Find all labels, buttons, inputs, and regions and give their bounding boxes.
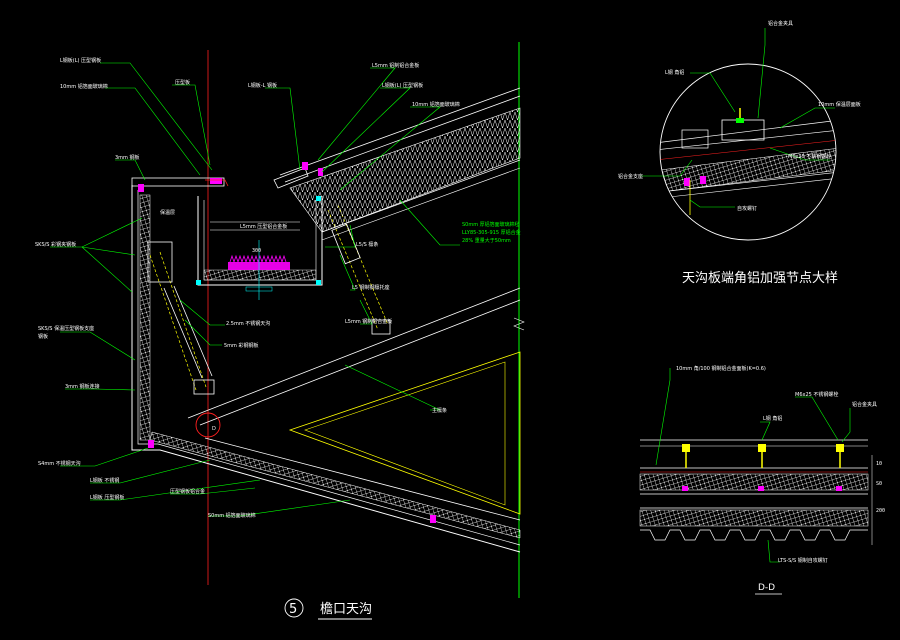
main-labels: L钢板(L) 压型钢板 10mm 铝箔面玻璃棉 压型板 L钢板-L 钢板 L5m…	[35, 57, 521, 519]
detail-title: 檐口天沟	[320, 602, 372, 617]
section-label-5: LTS-S/S 钢制自攻螺钉	[778, 557, 828, 564]
label-25: 保温层	[160, 209, 175, 216]
section-label-4: L钢 角铝	[763, 415, 782, 422]
label-1: L钢板(L) 压型钢板	[60, 57, 101, 64]
circle-title: 天沟板端角铝加强节点大样	[682, 271, 838, 286]
label-13: S4mm 不锈钢天沟	[38, 460, 81, 467]
main-leaders	[50, 62, 460, 517]
label-6: L钢板(L) 压型钢板	[382, 82, 423, 89]
section-label-2: M6x25 不锈钢螺栓	[795, 391, 838, 398]
label-12: 3mm 钢板连接	[65, 383, 100, 390]
circle-label-2: L钢 角铝	[665, 69, 684, 76]
section-title: D-D	[758, 583, 775, 593]
dim-3: 200	[876, 508, 885, 514]
label-17: 2.5mm 不锈钢天沟	[226, 320, 270, 327]
label-8: 3mm 钢板	[115, 154, 140, 161]
svg-text:300: 300	[252, 248, 261, 254]
green-note-1: S0mm 厚铝箔面玻璃棉毡	[462, 221, 520, 228]
green-note-3: 28% 重量大于50mm	[462, 237, 511, 244]
label-14: L钢板 不锈钢	[90, 477, 119, 484]
label-7: 10mm 铝箔面玻璃棉	[412, 101, 460, 108]
detail-number: 5	[289, 602, 297, 617]
main-title: 5 檐口天沟	[284, 598, 372, 620]
label-3: 压型板	[175, 79, 190, 86]
circle-label-1: 铝合金夹具	[768, 20, 793, 27]
section-label-3: 铝合金夹具	[852, 401, 877, 408]
circle-label-6: 自攻螺钉	[737, 205, 757, 212]
green-note-2: LLY85-305-915 厚铝合金	[462, 229, 521, 236]
section-detail: 10 S0 200 10mm 角/100 钢制铝合金面板(K=0.6) M6x2…	[639, 365, 885, 595]
label-10: SKS/S 保温压型钢板支座	[38, 325, 94, 332]
label-15: L钢板 压型钢板	[90, 494, 124, 501]
label-26: D	[212, 426, 216, 432]
dim-2: S0	[876, 481, 882, 487]
label-22: L5mm 钢制铝合金板	[345, 318, 392, 325]
label-4: L钢板-L 钢板	[248, 82, 277, 89]
circle-label-4: M6x25 不锈钢螺栓	[788, 153, 831, 160]
label-16: 压型钢板铝合金	[170, 488, 205, 495]
label-19: 主檩条	[432, 407, 447, 414]
dim-1: 10	[876, 461, 882, 467]
label-9: SKS/S 彩钢夹钢板	[35, 241, 76, 248]
circle-label-3: 10mm 保温层面板	[818, 101, 861, 108]
label-18: 5mm 彩钢钢板	[224, 342, 259, 349]
label-24: L5mm 压型铝合金板	[240, 223, 287, 230]
label-2: 10mm 铝箔面玻璃棉	[60, 83, 108, 90]
circle-label-5: 铝合金支座	[618, 173, 643, 180]
label-5: L5mm 铝制铝合金板	[372, 62, 419, 69]
label-23: S0mm 铝箔面玻璃棉	[208, 512, 256, 519]
label-21: L5 钢制钢檩托座	[352, 284, 390, 291]
label-11: 钢板	[38, 333, 48, 340]
main-detail: 300	[131, 42, 525, 598]
label-20: L5/S 檩条	[356, 241, 378, 248]
section-label-1: 10mm 角/100 钢制铝合金面板(K=0.6)	[676, 365, 766, 372]
circle-detail: 铝合金夹具 L钢 角铝 10mm 保温层面板 M6x25 不锈钢螺栓 铝合金支座…	[618, 20, 861, 286]
